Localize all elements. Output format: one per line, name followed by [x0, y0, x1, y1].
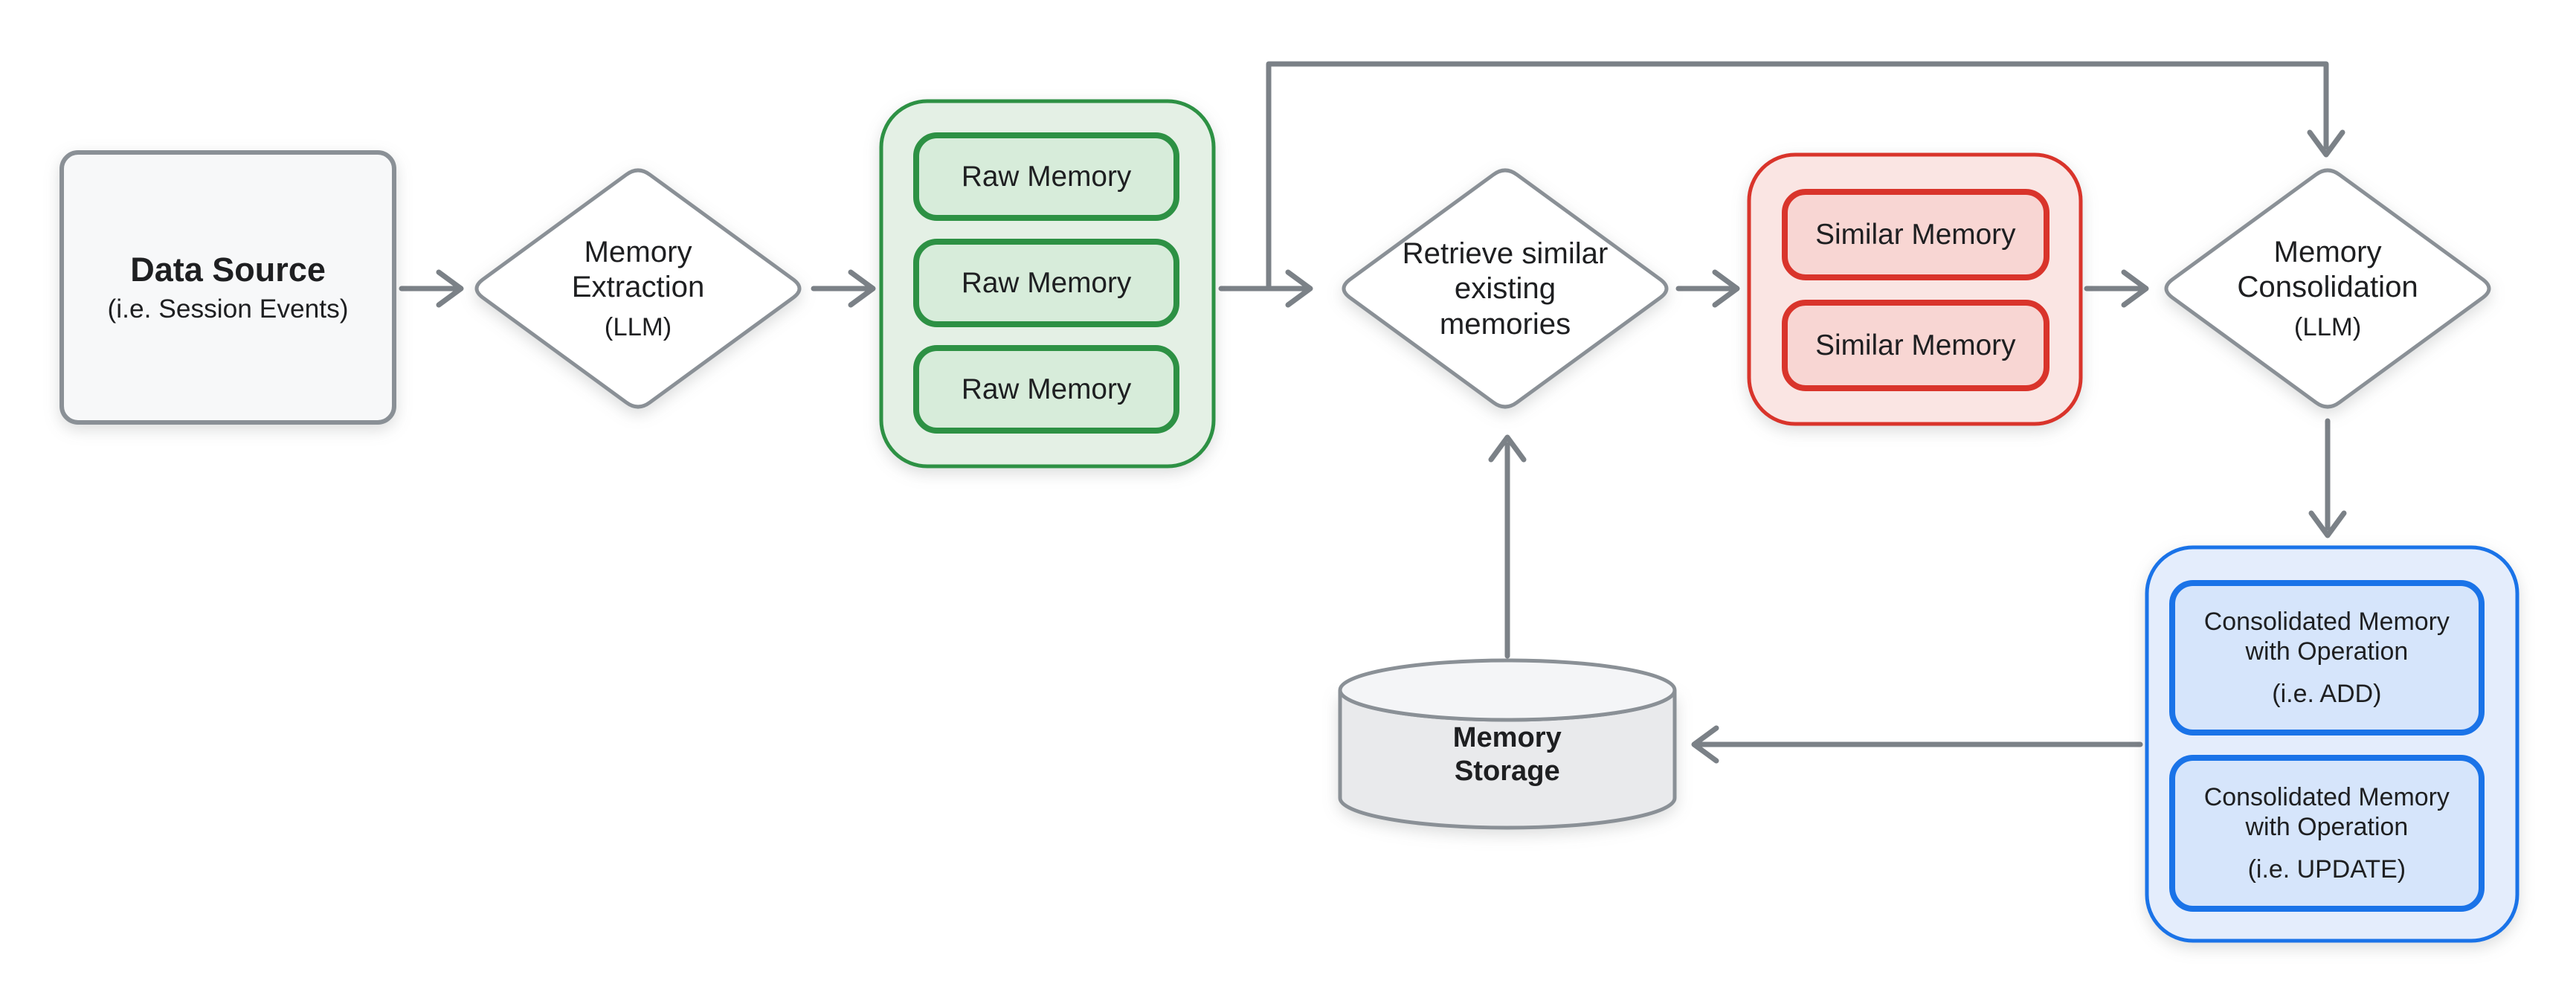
similar-memory-box-2: [1782, 300, 2049, 391]
raw-memory-box-3: [913, 345, 1179, 434]
arrow-extraction-to-raw-memory: [811, 269, 876, 308]
arrow-similar-memory-to-consolidation: [2084, 269, 2149, 308]
memory-storage-cylinder: [1338, 658, 1677, 830]
similar-memory-box-1: [1782, 189, 2049, 280]
retrieve-memories-diamond: [1342, 168, 1669, 409]
arrow-consolidated-memory-to-storage: [1691, 725, 2143, 764]
consolidated-memory-box-update: [2169, 755, 2485, 912]
memory-extraction-diamond: [474, 168, 802, 409]
arrow-retrieve-to-similar-memory: [1675, 269, 1740, 308]
arrow-raw-memory-to-retrieve: [1218, 269, 1313, 308]
consolidated-memory-box-add: [2169, 580, 2485, 736]
data-source-box: [59, 150, 396, 425]
memory-consolidation-diamond: [2164, 168, 2491, 409]
arrow-storage-to-retrieve: [1488, 434, 1527, 659]
arrow-feedback-raw-memory-to-consolidation: [1266, 61, 2345, 289]
arrow-data-source-to-extraction: [399, 269, 464, 308]
raw-memory-box-2: [913, 239, 1179, 327]
arrow-consolidation-to-consolidated-memory: [2308, 418, 2347, 538]
raw-memory-box-1: [913, 132, 1179, 221]
